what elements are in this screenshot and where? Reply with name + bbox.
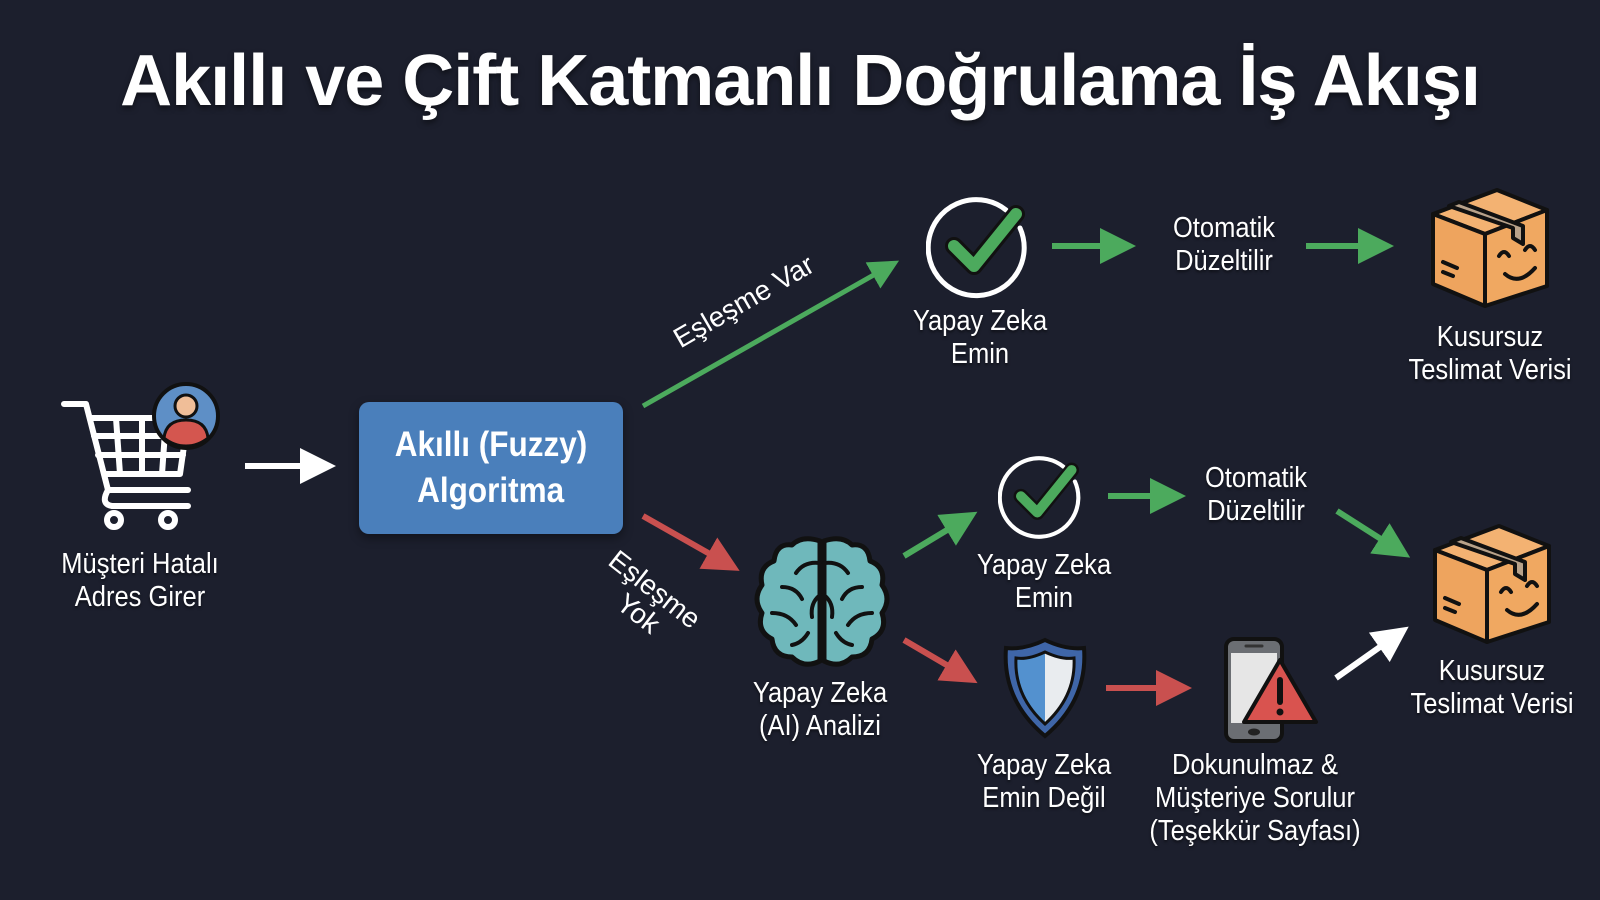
node-top-result-label: Kusursuz Teslimat Verisi — [1393, 321, 1587, 387]
node-bottom-result-label: Kusursuz Teslimat Verisi — [1395, 655, 1589, 721]
label-line: (Teşekkür Sayfası) — [1149, 815, 1361, 847]
label-line: Teslimat Verisi — [1408, 354, 1572, 386]
node-mid-autofix-label: Otomatik Düzeltilir — [1168, 462, 1344, 528]
shield-icon — [1003, 637, 1087, 739]
label-line: Yapay Zeka — [976, 749, 1112, 781]
label-line: Akıllı (Fuzzy) — [394, 425, 588, 464]
smiling-package-icon — [1431, 188, 1549, 308]
smiling-package-icon — [1433, 524, 1551, 644]
check-circle-icon — [998, 456, 1081, 539]
label-line: Düzeltilir — [1175, 245, 1273, 277]
label-line: Teslimat Verisi — [1410, 688, 1574, 720]
page-title: Akıllı ve Çift Katmanlı Doğrulama İş Akı… — [120, 41, 1481, 121]
shopping-cart-user-icon — [61, 382, 220, 530]
label-line: Emin — [1014, 582, 1074, 614]
label-line: Yapay Zeka — [752, 677, 888, 709]
arrow-match-yes — [641, 260, 900, 409]
arrow-ai-to-not-confident — [902, 637, 978, 684]
label-line: Dokunulmaz & — [1172, 749, 1338, 781]
node-top-autofix-label: Otomatik Düzeltilir — [1136, 212, 1312, 278]
label-line: (AI) Analizi — [759, 710, 881, 742]
label-line: Yapay Zeka — [976, 549, 1112, 581]
phone-warning-icon — [1224, 637, 1318, 743]
label-line: Emin Değil — [982, 782, 1106, 814]
label-line: Düzeltilir — [1207, 495, 1305, 527]
label-line: Müşteriye Sorulur — [1155, 782, 1355, 814]
label-line: Emin — [950, 338, 1010, 370]
label-line: Müşteri Hatalı — [61, 548, 219, 580]
arrow-ai-to-confident — [902, 511, 978, 559]
arrow-ask-to-result — [1334, 626, 1409, 681]
label-line: Otomatik — [1172, 212, 1276, 244]
brain-icon — [754, 536, 890, 667]
label-line: Kusursuz — [1438, 655, 1546, 687]
label-line: Yapay Zeka — [912, 305, 1048, 337]
node-mid-confident-label: Yapay Zeka Emin — [956, 549, 1132, 615]
label-line: Otomatik — [1204, 462, 1308, 494]
algorithm-box: Akıllı (Fuzzy) Algoritma — [359, 402, 623, 534]
node-not-confident-label: Yapay Zeka Emin Değil — [956, 749, 1132, 815]
node-start-label: Müşteri Hatalı Adres Girer — [43, 548, 237, 614]
node-ask-customer-label: Dokunulmaz & Müşteriye Sorulur (Teşekkür… — [1136, 749, 1374, 848]
label-line: Adres Girer — [74, 581, 206, 613]
node-ai-analysis-label: Yapay Zeka (AI) Analizi — [732, 677, 908, 743]
arrow-match-no — [641, 513, 740, 571]
node-top-confident-label: Yapay Zeka Emin — [892, 305, 1068, 371]
label-line: Kusursuz — [1436, 321, 1544, 353]
label-line: Algoritma — [417, 471, 565, 510]
arrow-mid-autofix-to-result — [1335, 508, 1411, 558]
check-circle-icon — [926, 197, 1027, 299]
